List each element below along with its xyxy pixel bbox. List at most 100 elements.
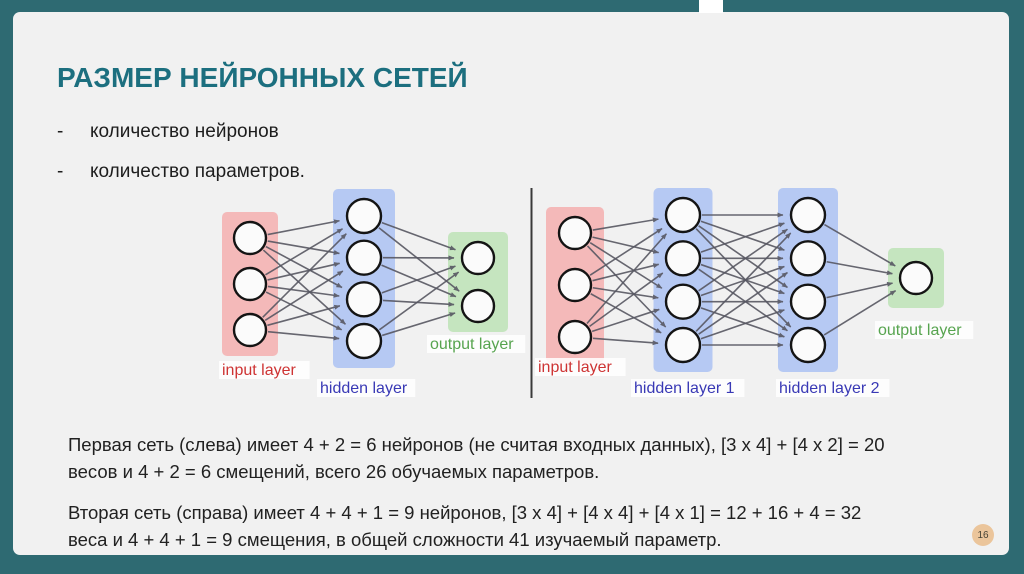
neuron-node bbox=[789, 240, 827, 277]
neuron-node bbox=[557, 215, 593, 251]
text-line: Первая сеть (слева) имеет 4 + 2 = 6 нейр… bbox=[68, 434, 885, 455]
neuron-node bbox=[345, 197, 383, 235]
neuron-node bbox=[789, 283, 827, 320]
connection-edge bbox=[592, 236, 660, 254]
connection-edge bbox=[591, 308, 660, 333]
connection-edge bbox=[695, 232, 792, 332]
layer-box bbox=[653, 188, 713, 372]
layer-label: input layer bbox=[538, 359, 612, 376]
connection-edge bbox=[586, 245, 667, 328]
bullet-dash: - bbox=[57, 161, 64, 182]
connection-edge bbox=[823, 289, 897, 336]
connection-edge bbox=[590, 293, 662, 334]
layer-label: hidden layer bbox=[320, 380, 408, 397]
layer-label-bg bbox=[776, 379, 890, 397]
neuron-node bbox=[345, 239, 383, 276]
neuron-node bbox=[557, 267, 593, 303]
neuron-node bbox=[232, 220, 268, 256]
connection-edge bbox=[267, 285, 340, 298]
connection-edge bbox=[262, 249, 346, 325]
neuron-node bbox=[664, 240, 702, 277]
bullet-dash: - bbox=[57, 121, 64, 142]
connection-edge bbox=[695, 228, 792, 328]
neuron-node bbox=[789, 326, 827, 364]
neuron-node bbox=[460, 240, 496, 276]
connection-edge bbox=[700, 309, 785, 340]
connection-edge bbox=[267, 240, 340, 255]
connection-edge bbox=[381, 221, 456, 251]
connection-edge bbox=[589, 272, 664, 328]
layer-label-bg bbox=[427, 335, 526, 353]
connection-edge bbox=[700, 265, 785, 297]
connection-edge bbox=[262, 233, 347, 318]
layer-label-bg bbox=[317, 379, 416, 397]
neuron-node bbox=[557, 319, 593, 355]
layer-label: output layer bbox=[878, 322, 962, 339]
slide-title: РАЗМЕР НЕЙРОННЫХ СЕТЕЙ bbox=[57, 62, 468, 93]
connection-edge bbox=[265, 228, 343, 276]
layer-label-bg bbox=[875, 321, 974, 339]
connection-edge bbox=[700, 220, 785, 251]
connection-edge bbox=[592, 263, 660, 282]
neuron-node bbox=[232, 266, 268, 302]
neuron-node bbox=[232, 312, 268, 348]
connection-edge bbox=[700, 222, 785, 253]
connection-edge bbox=[698, 271, 788, 335]
body-text: Первая сеть (слева) имеет 4 + 2 = 6 нейр… bbox=[68, 431, 885, 553]
connection-edge bbox=[592, 217, 659, 231]
text-line: Вторая сеть (справа) имеет 4 + 4 + 1 = 9… bbox=[68, 502, 862, 523]
neuron-node bbox=[664, 326, 702, 364]
connection-edge bbox=[267, 219, 340, 236]
network-right: input layer hidden layer 1 hidden layer 2 o… bbox=[535, 188, 974, 397]
connection-edge bbox=[824, 223, 896, 267]
slide-panel bbox=[13, 12, 1009, 555]
text-line: весов и 4 + 2 = 6 смещений, всего 26 обу… bbox=[68, 461, 600, 482]
connection-edge bbox=[381, 264, 457, 298]
connection-edge bbox=[589, 227, 663, 276]
neuron-node bbox=[664, 283, 702, 320]
bullet-text: количество нейронов bbox=[90, 121, 279, 142]
layer-label-bg bbox=[535, 358, 626, 376]
page-number-badge: 16 bbox=[972, 524, 994, 546]
connection-edge bbox=[589, 241, 663, 289]
neuron-node bbox=[664, 196, 702, 234]
connection-edge bbox=[382, 299, 455, 307]
bullet-item: - количество параметров. bbox=[57, 161, 305, 183]
connection-edge bbox=[826, 281, 894, 299]
layer-box bbox=[778, 188, 838, 372]
paragraph-second-network: Вторая сеть (справа) имеет 4 + 4 + 1 = 9… bbox=[68, 499, 885, 553]
connection-edge bbox=[378, 271, 460, 331]
bullet-item: - количество нейронов bbox=[57, 121, 279, 143]
neuron-node bbox=[789, 196, 827, 234]
connection-edge bbox=[267, 262, 341, 281]
connection-edge bbox=[265, 245, 343, 289]
connection-edge bbox=[700, 263, 785, 295]
connection-edge bbox=[698, 225, 788, 289]
layer-label: input layer bbox=[222, 362, 296, 379]
text-line: веса и 4 + 4 + 1 = 9 смещения, в общей с… bbox=[68, 529, 722, 550]
connection-edge bbox=[267, 330, 340, 341]
layer-label-bg bbox=[631, 379, 745, 397]
connection-edge bbox=[381, 312, 456, 337]
layer-label: hidden layer 2 bbox=[779, 380, 880, 397]
neuron-node bbox=[460, 288, 496, 324]
top-edge-notch bbox=[699, 0, 723, 13]
connection-edge bbox=[698, 268, 788, 332]
neuron-node bbox=[345, 281, 383, 318]
page-number: 16 bbox=[977, 529, 989, 541]
connection-edge bbox=[586, 233, 668, 325]
connection-edge bbox=[265, 291, 343, 331]
bullet-text: количество параметров. bbox=[90, 161, 305, 182]
neuron-node bbox=[898, 260, 934, 296]
neuron-node bbox=[345, 322, 383, 360]
connection-edge bbox=[267, 304, 341, 327]
connection-edge bbox=[264, 270, 344, 322]
layer-label-bg bbox=[219, 361, 310, 379]
layer-box bbox=[333, 189, 395, 368]
layer-label: hidden layer 1 bbox=[634, 380, 735, 397]
connection-edge bbox=[592, 286, 659, 300]
paragraph-first-network: Первая сеть (слева) имеет 4 + 2 = 6 нейр… bbox=[68, 431, 885, 485]
